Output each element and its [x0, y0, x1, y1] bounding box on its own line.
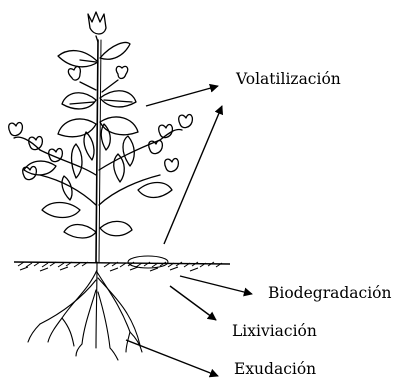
label-lixiviacion: Lixiviación — [232, 322, 317, 340]
arrow-lixiviacion — [170, 286, 216, 320]
arrow-exudacion — [126, 340, 218, 376]
label-volatilizacion: Volatilización — [235, 70, 341, 88]
soil-surface — [14, 262, 230, 271]
plant-illustration — [9, 12, 193, 262]
label-biodegradacion: Biodegradación — [268, 284, 391, 302]
label-exudacion: Exudación — [234, 360, 316, 378]
arrow-volatilizacion-leaf — [146, 86, 218, 106]
plant-roots — [28, 262, 142, 360]
arrow-biodegradacion — [180, 276, 252, 294]
